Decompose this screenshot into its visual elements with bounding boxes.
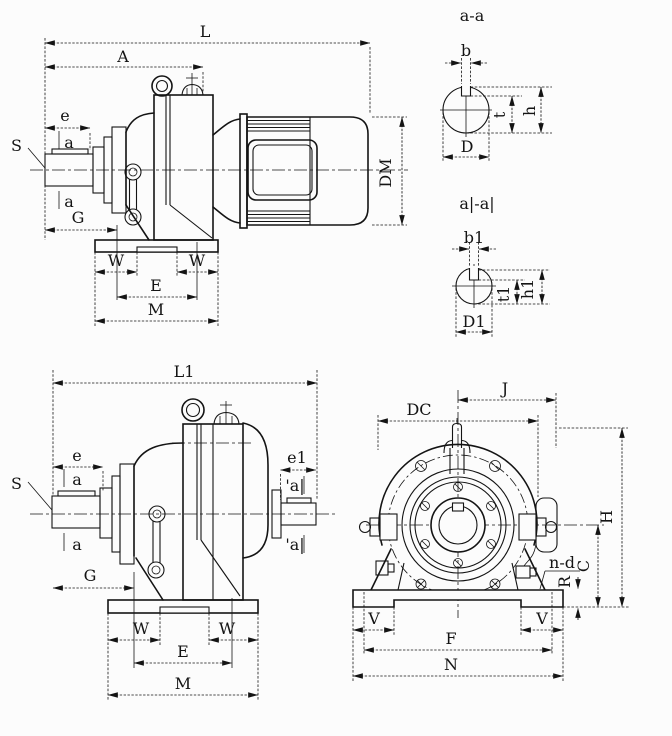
dim-label-f: F <box>445 629 456 648</box>
dim-label-e: e <box>60 106 69 125</box>
shaft-label-s: S <box>11 136 22 155</box>
hole-callout-n-d: n-d <box>549 553 575 572</box>
dim-label-l: L <box>200 22 211 41</box>
dim-label-w-left-v4: W <box>133 619 150 638</box>
view-side-gearbox: L1 e e1 S a a 'a| 'a| G W W E M <box>11 362 335 700</box>
dim-label-j: J <box>500 379 508 398</box>
dim-label-l1: L1 <box>174 362 195 381</box>
dim-label-dc: DC <box>406 400 431 419</box>
dim-label-g: G <box>72 208 85 227</box>
dim-label-e-cap: E <box>150 276 162 295</box>
dim-label-m-v4: M <box>175 674 191 693</box>
case-screws <box>415 460 501 590</box>
dim-label-e-v4: e <box>72 446 81 465</box>
section-mark-a1-lower: 'a| <box>285 535 304 554</box>
dim-label-w-right-v4: W <box>219 619 236 638</box>
view-section-aa: a-a b t h D <box>440 6 552 162</box>
dim-label-w-left: W <box>108 251 125 270</box>
dim-label-h1: h1 <box>518 279 537 299</box>
dim-label-g-v4: G <box>84 566 97 585</box>
dim-label-dm: DM <box>376 158 395 187</box>
view-section-a1a1: a|-a| b1 t1 h1 D1 <box>452 194 550 338</box>
view-side-motor: L A e S a a G W W E M DM <box>11 22 408 326</box>
dim-label-e1: e1 <box>287 448 307 467</box>
dim-label-h-cap: H <box>597 510 616 524</box>
section-mark-a-lower-v4: a <box>72 535 82 554</box>
shaft-label-s-v4: S <box>11 474 22 493</box>
section-mark-a1-upper: 'a| <box>285 476 304 495</box>
dim-label-r: R <box>555 575 574 588</box>
dim-label-h: h <box>520 106 539 116</box>
dim-label-b: b <box>461 41 471 60</box>
view-front: J DC H C R n-d V V F N <box>352 379 630 682</box>
dim-label-m: M <box>148 300 164 319</box>
dim-label-e-cap-v4: E <box>177 642 189 661</box>
section-mark-a-upper: a <box>64 133 74 152</box>
section-title-aa: a-a <box>460 6 485 25</box>
dim-label-v-right: V <box>535 609 548 628</box>
dim-label-c: C <box>574 560 593 572</box>
section-title-a1a1: a|-a| <box>459 194 494 213</box>
section-mark-a-lower: a <box>64 192 74 211</box>
flange-bolts <box>420 482 496 568</box>
dim-label-d1: D1 <box>462 312 485 331</box>
dim-label-v-left: V <box>367 609 380 628</box>
dim-label-n: N <box>444 655 458 674</box>
dim-label-t1: t1 <box>494 286 513 303</box>
dim-label-b1: b1 <box>464 228 484 247</box>
dim-label-a-cap: A <box>116 47 129 66</box>
dim-label-t: t <box>490 111 509 118</box>
section-mark-a-upper-v4: a <box>72 470 82 489</box>
dim-label-w-right: W <box>189 251 206 270</box>
dim-label-d: D <box>461 137 474 156</box>
